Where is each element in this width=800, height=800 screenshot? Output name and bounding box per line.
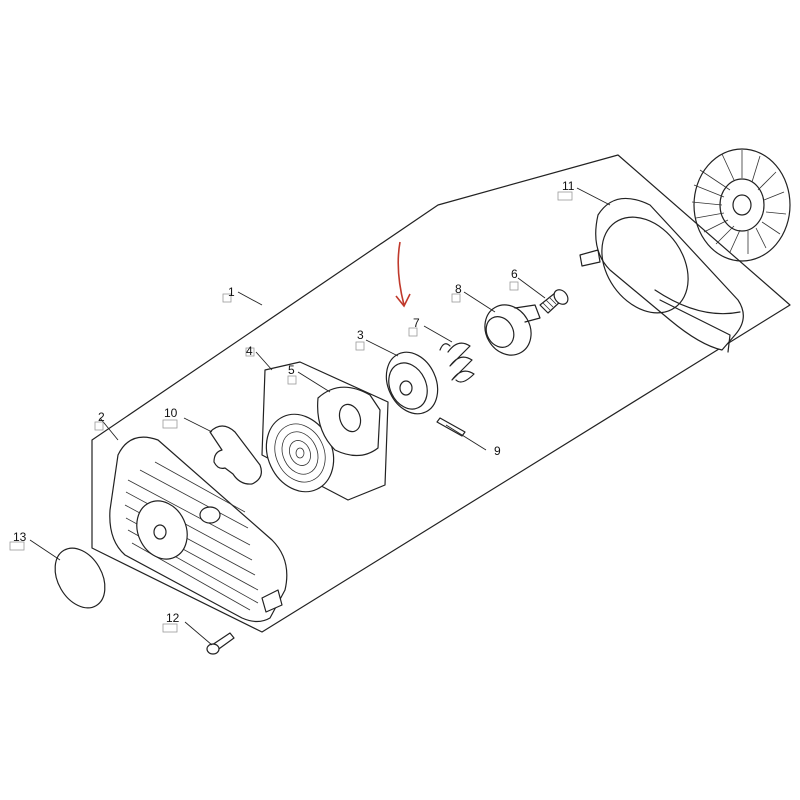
rope-9 [436, 417, 466, 437]
label-9: 9 [494, 444, 501, 458]
bolt-6 [539, 289, 569, 314]
red-arrow-head [395, 293, 411, 308]
label-11: 11 [562, 179, 575, 193]
label-6: 6 [511, 267, 518, 281]
flywheel [691, 148, 791, 262]
red-arrow [397, 241, 405, 306]
screw-12 [206, 632, 235, 655]
label-2: 2 [98, 410, 105, 424]
label-13: 13 [13, 530, 27, 544]
label-5: 5 [288, 363, 295, 377]
handle-10 [209, 425, 262, 485]
recoil-spring-5 [265, 386, 381, 493]
callout-boxes [9, 191, 573, 633]
label-1: 1 [228, 285, 235, 299]
label-4: 4 [246, 344, 253, 358]
spring-7 [439, 342, 475, 383]
assembly-outline [91, 154, 791, 633]
frame-4 [261, 361, 389, 501]
hub-8 [484, 304, 541, 356]
callouts [29, 187, 611, 646]
label-10: 10 [164, 406, 178, 420]
pulley-3 [385, 351, 439, 415]
fan-housing [579, 197, 744, 353]
label-12: 12 [166, 611, 180, 625]
label-7: 7 [413, 316, 420, 330]
label-8: 8 [455, 282, 462, 296]
label-3: 3 [357, 328, 364, 342]
decal-13 [54, 547, 106, 609]
part-labels: 1 2 3 4 5 6 7 8 9 10 11 12 13 [13, 179, 575, 625]
starter-cover-2 [109, 436, 288, 623]
